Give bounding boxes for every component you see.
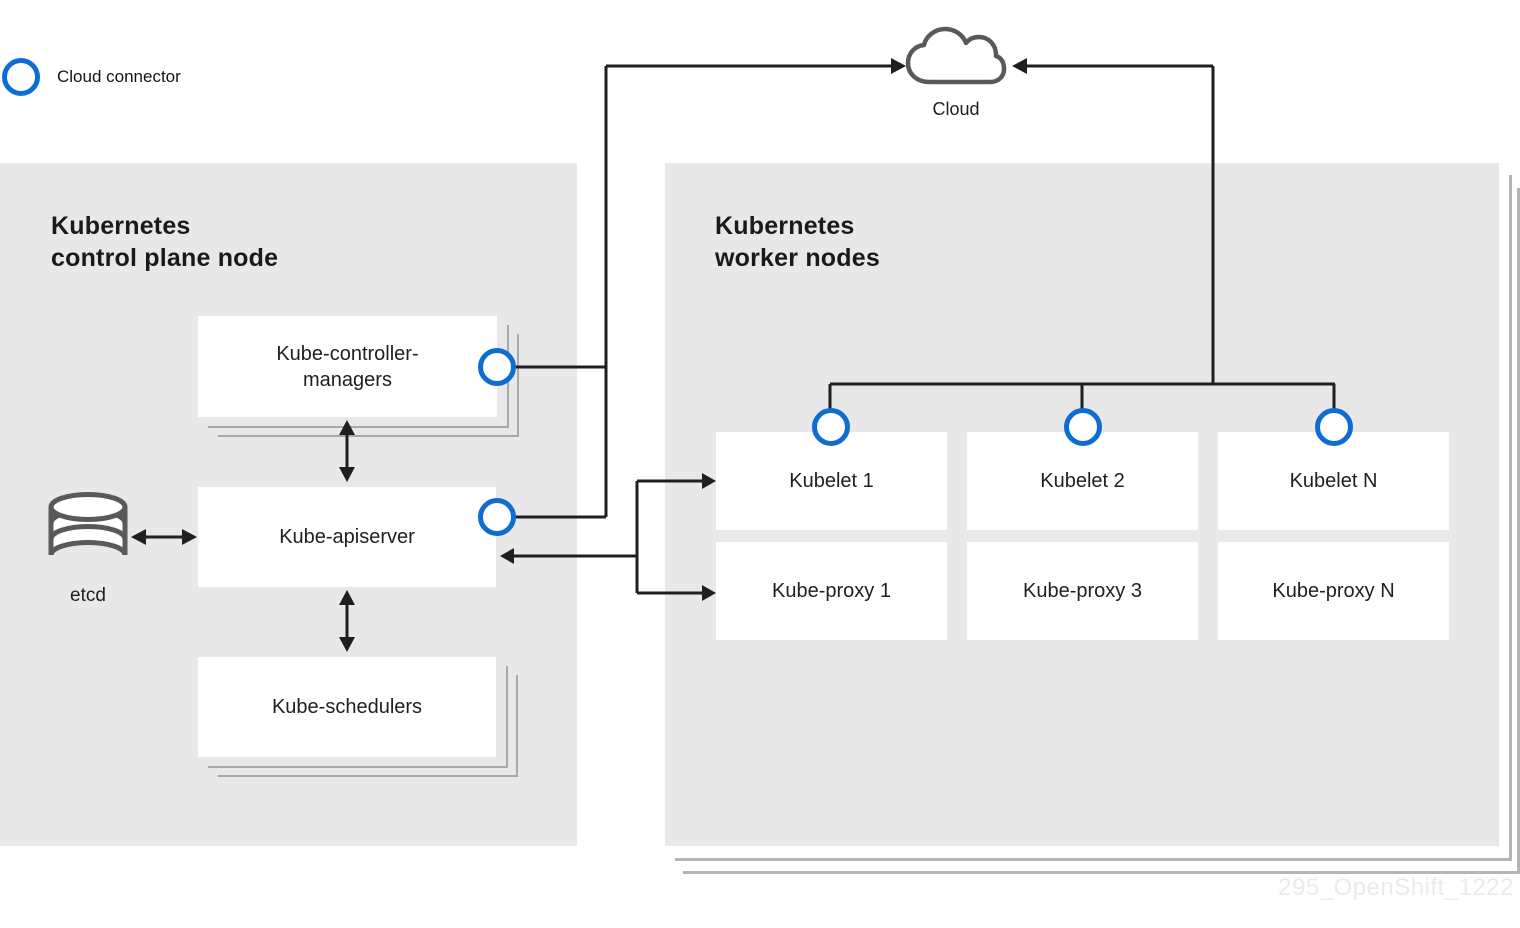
kube-proxy-1-box: Kube-proxy 1 bbox=[716, 542, 947, 640]
cloud-label: Cloud bbox=[932, 99, 980, 119]
cloud-connector-icon bbox=[478, 348, 516, 386]
kube-proxy-1-label: Kube-proxy 1 bbox=[772, 580, 891, 602]
arrowhead-into-cloud-left bbox=[891, 58, 906, 74]
arrowhead-into-cloud-right bbox=[1012, 58, 1027, 74]
cloud-connector-icon bbox=[2, 58, 40, 96]
control-plane-title: Kubernetes control plane node bbox=[51, 210, 278, 274]
cloud-connector-icon bbox=[478, 498, 516, 536]
arrowhead-apiserver-down-1 bbox=[339, 467, 355, 482]
kubelet-n-box: Kubelet N bbox=[1218, 432, 1449, 530]
arrowhead-into-kubelet-1 bbox=[702, 473, 716, 489]
cloud-connector-icon bbox=[1064, 408, 1102, 446]
controller-managers-stack-2 bbox=[218, 334, 519, 437]
apiserver-box: Kube-apiserver bbox=[198, 487, 496, 587]
cloud-connector-icon bbox=[812, 408, 850, 446]
kube-proxy-n-label: Kube-proxy N bbox=[1272, 580, 1395, 602]
worker-nodes-title: Kubernetes worker nodes bbox=[715, 210, 880, 274]
schedulers-box: Kube-schedulers bbox=[198, 657, 496, 757]
arrowhead-etcd-left bbox=[131, 529, 146, 545]
worker-panel-stack-2 bbox=[683, 188, 1520, 874]
kube-proxy-3-label: Kube-proxy 3 bbox=[1023, 580, 1142, 602]
kubelet-1-label: Kubelet 1 bbox=[789, 470, 874, 492]
etcd-node: etcd bbox=[46, 492, 130, 607]
kube-proxy-n-box: Kube-proxy N bbox=[1218, 542, 1449, 640]
etcd-database-icon bbox=[48, 492, 128, 556]
etcd-label: etcd bbox=[70, 585, 106, 606]
worker-nodes-title-line1: Kubernetes bbox=[715, 212, 855, 240]
kube-proxy-3-box: Kube-proxy 3 bbox=[967, 542, 1198, 640]
arrowhead-etcd-right bbox=[182, 529, 197, 545]
apiserver-label: Kube-apiserver bbox=[279, 526, 415, 548]
cloud-connector-icon bbox=[1315, 408, 1353, 446]
arrowhead-into-proxy-1 bbox=[702, 585, 716, 601]
worker-panel-stack-1 bbox=[675, 175, 1512, 861]
kubelet-n-label: Kubelet N bbox=[1289, 470, 1378, 492]
legend-label: Cloud connector bbox=[57, 67, 181, 86]
arrowhead-into-apiserver bbox=[500, 548, 514, 564]
arrowhead-controller-up bbox=[339, 420, 355, 435]
arrowhead-schedulers-down bbox=[339, 637, 355, 652]
worker-nodes-title-line2: worker nodes bbox=[715, 244, 880, 272]
schedulers-stack-1 bbox=[208, 666, 508, 768]
legend: Cloud connector bbox=[2, 58, 181, 96]
watermark: 295_OpenShift_1222 bbox=[1278, 874, 1514, 901]
arrowhead-apiserver-up-2 bbox=[339, 590, 355, 605]
control-plane-title-line1: Kubernetes bbox=[51, 212, 191, 240]
controller-managers-label: Kube-controller- managers bbox=[276, 342, 419, 391]
kubelet-2-box: Kubelet 2 bbox=[967, 432, 1198, 530]
cloud-node: Cloud bbox=[903, 26, 1009, 120]
kubelet-1-box: Kubelet 1 bbox=[716, 432, 947, 530]
controller-managers-box: Kube-controller- managers bbox=[198, 316, 497, 417]
cloud-icon bbox=[905, 26, 1007, 85]
control-plane-title-line2: control plane node bbox=[51, 244, 279, 272]
schedulers-label: Kube-schedulers bbox=[271, 696, 423, 718]
schedulers-stack-2 bbox=[218, 675, 518, 777]
kubelet-2-label: Kubelet 2 bbox=[1040, 470, 1125, 492]
